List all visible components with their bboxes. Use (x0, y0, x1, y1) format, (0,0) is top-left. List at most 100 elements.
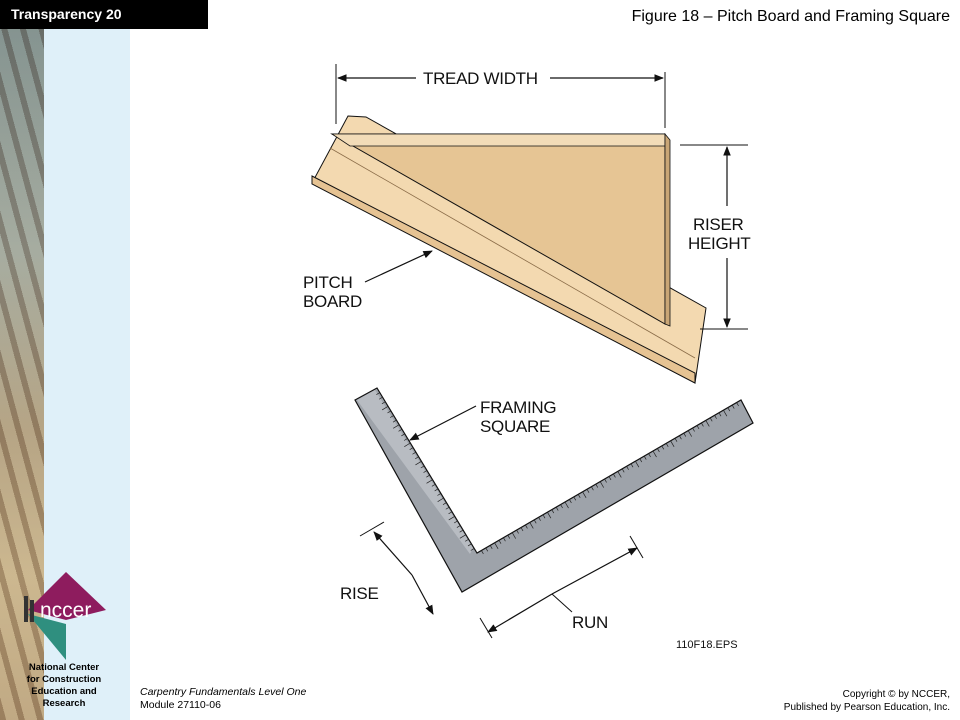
ruler-tick (613, 473, 616, 478)
nccer-logo: nccer (24, 572, 106, 660)
ruler-tick (736, 402, 739, 407)
run-label: RUN (572, 613, 608, 632)
tread-width-label: TREAD WIDTH (423, 69, 538, 88)
ruler-tick (434, 488, 439, 492)
ruler-tick (701, 422, 704, 427)
ruler-tick (635, 461, 640, 468)
logo-bottom-shape (28, 614, 66, 660)
ruler-tick (426, 479, 433, 484)
ruler-tick (481, 550, 484, 555)
ruler-tick (718, 412, 722, 417)
ruler-tick (652, 450, 657, 458)
ruler-tick (404, 442, 411, 447)
ruler-tick (381, 401, 386, 405)
riser-label-line1: RISER (693, 215, 743, 234)
ruler-tick (459, 529, 464, 533)
logo-top-diamond (28, 572, 106, 620)
org-line: Education and (31, 686, 97, 697)
run-extension-line (479, 617, 493, 639)
ruler-tick (674, 438, 678, 442)
ruler-tick (547, 512, 552, 519)
ruler-tick (516, 529, 519, 534)
copyright-line: Copyright © by NCCER, (842, 689, 950, 700)
ruler-tick (448, 516, 455, 521)
ruler-tick (657, 448, 660, 453)
ruler-tick (604, 478, 607, 483)
ruler-tick (709, 417, 713, 422)
transparency-badge: Transparency 20 (0, 0, 208, 29)
ruler-tick (648, 453, 651, 458)
rise-arrow (411, 574, 434, 615)
ruler-tick (696, 425, 700, 430)
ruler-tick (465, 538, 469, 542)
riser-label-line2: HEIGHT (688, 234, 750, 253)
ruler-tick (415, 456, 419, 460)
framing-square (354, 387, 754, 593)
ruler-tick (687, 430, 693, 437)
ruler-tick (415, 461, 422, 466)
org-line: National Center (28, 662, 100, 673)
organization-name: National Center for Construction Educati… (4, 662, 124, 710)
ruler-tick (586, 489, 590, 493)
square-highlight (357, 390, 473, 554)
ruler-tick (630, 463, 634, 468)
org-line: Research (42, 698, 86, 709)
run-arrow (487, 593, 553, 633)
pitch-board (330, 133, 666, 325)
logo-wordmark: nccer (40, 599, 91, 622)
ruler-tick (494, 542, 499, 549)
ruler-tick (555, 506, 559, 511)
ruler-tick (608, 476, 612, 481)
ruler-tick (403, 438, 408, 441)
ruler-tick (529, 522, 534, 529)
ruler-tick (639, 458, 643, 463)
ruler-tick (520, 527, 524, 532)
figure-title: Figure 18 – Pitch Board and Framing Squa… (631, 8, 950, 25)
ruler-tick (591, 486, 594, 491)
ruler-tick (727, 407, 731, 412)
course-info: Carpentry Fundamentals Level One Module … (140, 686, 306, 712)
ruler-tick (533, 519, 537, 524)
pitch-board-top-edge (330, 133, 666, 147)
ruler-tick (670, 440, 675, 447)
framing-square-label-line1: FRAMING (480, 398, 556, 417)
ruler-tick (393, 424, 400, 429)
pitch-board-label-line1: PITCH (303, 273, 353, 292)
org-line: for Construction (26, 674, 102, 685)
rise-arrow (373, 531, 413, 576)
course-title: Carpentry Fundamentals Level One (140, 686, 307, 698)
ruler-tick (398, 428, 403, 432)
ruler-tick (723, 410, 728, 417)
ruler-tick (564, 501, 569, 509)
ruler-tick (683, 432, 687, 437)
ruler-tick (387, 410, 392, 414)
board-face (311, 115, 707, 384)
ruler-tick (437, 493, 442, 496)
ruler-tick (442, 502, 447, 505)
file-id-label: 110F18.EPS (676, 639, 738, 651)
ruler-tick (498, 540, 502, 544)
ruler-tick (470, 548, 475, 551)
ruler-tick (390, 415, 394, 418)
square-body (354, 387, 754, 593)
ruler-tick (595, 483, 599, 488)
ruler-tick (412, 451, 417, 455)
ruler-tick (714, 415, 717, 419)
ruler-tick (643, 455, 647, 460)
ruler-tick (542, 514, 546, 519)
rise-label: RISE (340, 584, 378, 603)
ruler-tick (731, 404, 735, 409)
ruler-tick (621, 468, 625, 473)
ruler-tick (692, 427, 695, 432)
board-edge (311, 175, 696, 384)
framing-square-leader (409, 405, 477, 441)
ruler-tick (392, 419, 397, 423)
ruler-tick (453, 520, 458, 524)
run-label-leader (551, 593, 573, 613)
ruler-tick (503, 537, 506, 542)
board-seam (329, 147, 696, 359)
ruler-tick (538, 517, 541, 521)
ruler-tick (525, 524, 528, 529)
square-ruler-marks (376, 392, 739, 555)
copyright: Copyright © by NCCER, Published by Pears… (784, 688, 950, 714)
